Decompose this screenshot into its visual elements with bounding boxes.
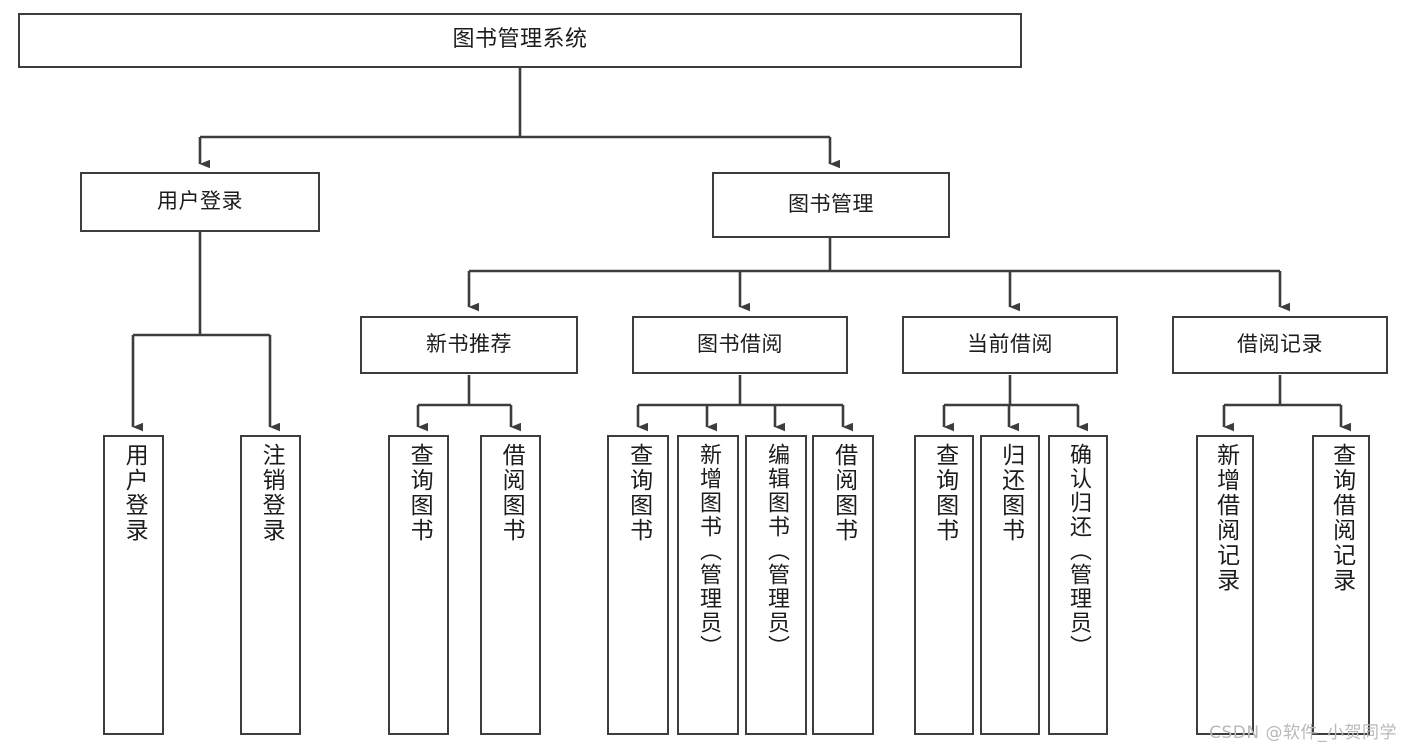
node-label: 注销登录: [258, 443, 285, 543]
node-label: 新增借阅记录: [1212, 443, 1239, 593]
node-label: 用户登录: [121, 443, 148, 543]
node-label: 新书推荐: [426, 332, 512, 357]
node-label: 查询图书: [406, 443, 433, 543]
node-book-borrow[interactable]: 图书借阅: [632, 316, 848, 374]
node-label: 图书管理系统: [452, 27, 588, 53]
node-label: 查询图书: [625, 443, 652, 543]
node-root-library-system[interactable]: 图书管理系统: [18, 13, 1022, 68]
node-label: 查询借阅记录: [1328, 443, 1355, 593]
node-label: 用户登录: [157, 189, 243, 214]
node-label: 借阅图书: [830, 443, 857, 543]
node-label: 借阅记录: [1237, 332, 1323, 357]
leaf-bookborrow-edit-book-admin[interactable]: 编辑图书（管理员）: [745, 435, 807, 735]
node-borrow-record[interactable]: 借阅记录: [1172, 316, 1388, 374]
node-label: 归还图书: [997, 443, 1024, 543]
node-label: 新增图书（管理员）: [695, 443, 721, 659]
leaf-currentborrow-query-book[interactable]: 查询图书: [914, 435, 974, 735]
watermark-text: CSDN @软件_小贺同学: [1209, 723, 1397, 743]
leaf-newbook-borrow-book[interactable]: 借阅图书: [480, 435, 541, 735]
leaf-currentborrow-confirm-return-admin[interactable]: 确认归还（管理员）: [1048, 435, 1108, 735]
node-label: 当前借阅: [967, 332, 1053, 357]
node-label: 编辑图书（管理员）: [763, 443, 789, 659]
node-label: 图书借阅: [697, 332, 783, 357]
node-book-management[interactable]: 图书管理: [712, 172, 950, 238]
node-current-borrow[interactable]: 当前借阅: [902, 316, 1118, 374]
node-new-book-recommend[interactable]: 新书推荐: [360, 316, 578, 374]
leaf-user-logout[interactable]: 注销登录: [240, 435, 301, 735]
leaf-currentborrow-return-book[interactable]: 归还图书: [980, 435, 1040, 735]
node-label: 查询图书: [931, 443, 958, 543]
node-label: 图书管理: [788, 192, 874, 217]
leaf-newbook-query-book[interactable]: 查询图书: [388, 435, 449, 735]
leaf-borrowrecord-add-record[interactable]: 新增借阅记录: [1196, 435, 1254, 735]
node-label: 确认归还（管理员）: [1065, 443, 1091, 659]
leaf-bookborrow-add-book-admin[interactable]: 新增图书（管理员）: [677, 435, 739, 735]
leaf-bookborrow-query-book[interactable]: 查询图书: [607, 435, 669, 735]
leaf-bookborrow-borrow-book[interactable]: 借阅图书: [812, 435, 874, 735]
leaf-borrowrecord-query-record[interactable]: 查询借阅记录: [1312, 435, 1370, 735]
node-user-login[interactable]: 用户登录: [80, 172, 320, 232]
leaf-user-login[interactable]: 用户登录: [103, 435, 164, 735]
node-label: 借阅图书: [498, 443, 525, 543]
